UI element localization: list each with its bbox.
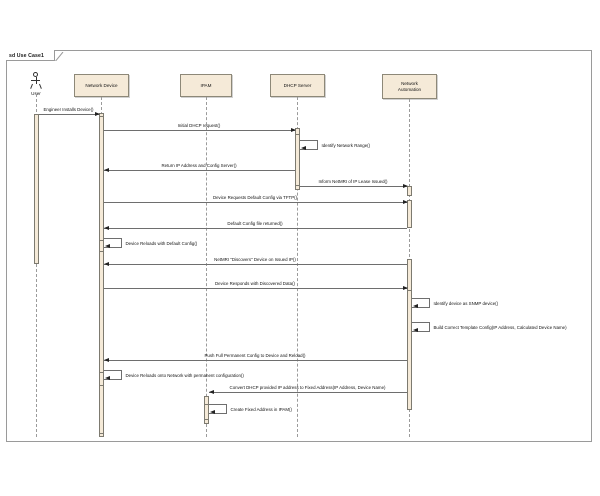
message-2-label: Initial DHCP request() [177, 123, 221, 128]
message-16-self-path [208, 404, 227, 414]
message-10-label: Device Responds with Discovered Data() [214, 281, 296, 286]
participant-box-network_device[interactable]: Network Device [74, 74, 129, 97]
actor-user-icon [30, 72, 42, 90]
activation-bar-network_automation-6 [406, 200, 412, 228]
participant-label-network_automation: Network Automation [397, 80, 422, 92]
message-7-arrowhead [103, 225, 109, 230]
lifeline-dhcp_server [297, 97, 298, 437]
activation-bar-network_device-13 [98, 240, 104, 252]
message-15-arrowhead [208, 389, 214, 394]
activation-bar-network_automation-10 [406, 290, 412, 410]
message-9-line [103, 264, 407, 265]
message-3-arrowhead [300, 145, 306, 150]
message-14-arrowhead [104, 375, 110, 380]
message-12-arrowhead [412, 327, 418, 332]
message-11-label: Identify device as SNMP device() [433, 301, 499, 306]
frame-label-tab [6, 50, 55, 61]
message-8-arrowhead [104, 243, 110, 248]
activation-bar-network_automation-5 [406, 186, 412, 196]
message-15-label: Convert DHCP provided IP address to Fixe… [229, 385, 386, 390]
participant-label-ipam: IPAM [200, 82, 212, 88]
message-4-label: Return IP Address and Config Server() [161, 163, 237, 168]
lifeline-user [36, 94, 37, 437]
message-10-line [103, 288, 407, 289]
activation-bar-network_device-14 [98, 372, 104, 386]
message-11-arrowhead [412, 303, 418, 308]
message-14-self-path [103, 370, 122, 380]
message-11-self-path [411, 298, 430, 308]
activation-bar-ipam-12 [203, 404, 209, 420]
message-1-line [38, 114, 99, 115]
participant-box-network_automation[interactable]: Network Automation [382, 74, 437, 99]
message-4-arrowhead [103, 167, 109, 172]
participant-box-dhcp_server[interactable]: DHCP Server [270, 74, 325, 97]
message-16-label: Create Fixed Address in IPAM() [230, 407, 292, 412]
message-3-label: Identify Network Range() [321, 143, 371, 148]
message-5-arrowhead [402, 183, 408, 188]
message-12-self-path [411, 322, 430, 332]
message-9-arrowhead [103, 261, 109, 266]
message-7-label: Default Config file returned() [227, 221, 283, 226]
participant-box-ipam[interactable]: IPAM [180, 74, 232, 97]
message-16-arrowhead [209, 409, 215, 414]
activation-bar-user-0 [33, 114, 39, 264]
message-14-label: Device Reloads onto Network with permane… [125, 373, 244, 378]
message-2-arrowhead [290, 127, 296, 132]
activation-bar-dhcp_server-4 [294, 134, 300, 186]
message-8-label: Device Reloads with Default Config() [125, 241, 198, 246]
message-13-label: Push Full Permanent Config to Device and… [204, 353, 306, 358]
message-15-line [208, 392, 407, 393]
message-13-arrowhead [103, 357, 109, 362]
message-10-arrowhead [402, 285, 408, 290]
message-6-arrowhead [402, 199, 408, 204]
actor-user-label: User [31, 91, 41, 96]
frame-label: sd Use Case1 [9, 53, 44, 59]
message-5-label: Inform NetMRI of IP Lease Issued() [318, 179, 388, 184]
lifeline-ipam [206, 97, 207, 437]
participant-label-dhcp_server: DHCP Server [283, 82, 312, 88]
diagram-frame [6, 50, 592, 442]
message-6-label: Device Requests Default Config via TFTP(… [212, 195, 298, 200]
message-13-line [103, 360, 407, 361]
participant-label-network_device: Network Device [85, 82, 118, 88]
activation-bar-network_device-2 [98, 116, 104, 434]
message-2-line [103, 130, 295, 131]
message-4-line [103, 170, 295, 171]
message-6-line [103, 202, 407, 203]
message-12-label: Build Correct Template Config(IP Address… [433, 325, 567, 330]
message-5-line [299, 186, 407, 187]
frame-tab-bevel [54, 50, 64, 61]
message-9-label: NetMRI "Discovers" Device on Issued IP() [214, 257, 296, 262]
message-1-label: Engineer Installs Device() [43, 107, 94, 112]
message-1-arrowhead [94, 111, 100, 116]
message-8-self-path [103, 238, 122, 248]
message-3-self-path [299, 140, 318, 150]
message-7-line [103, 228, 407, 229]
